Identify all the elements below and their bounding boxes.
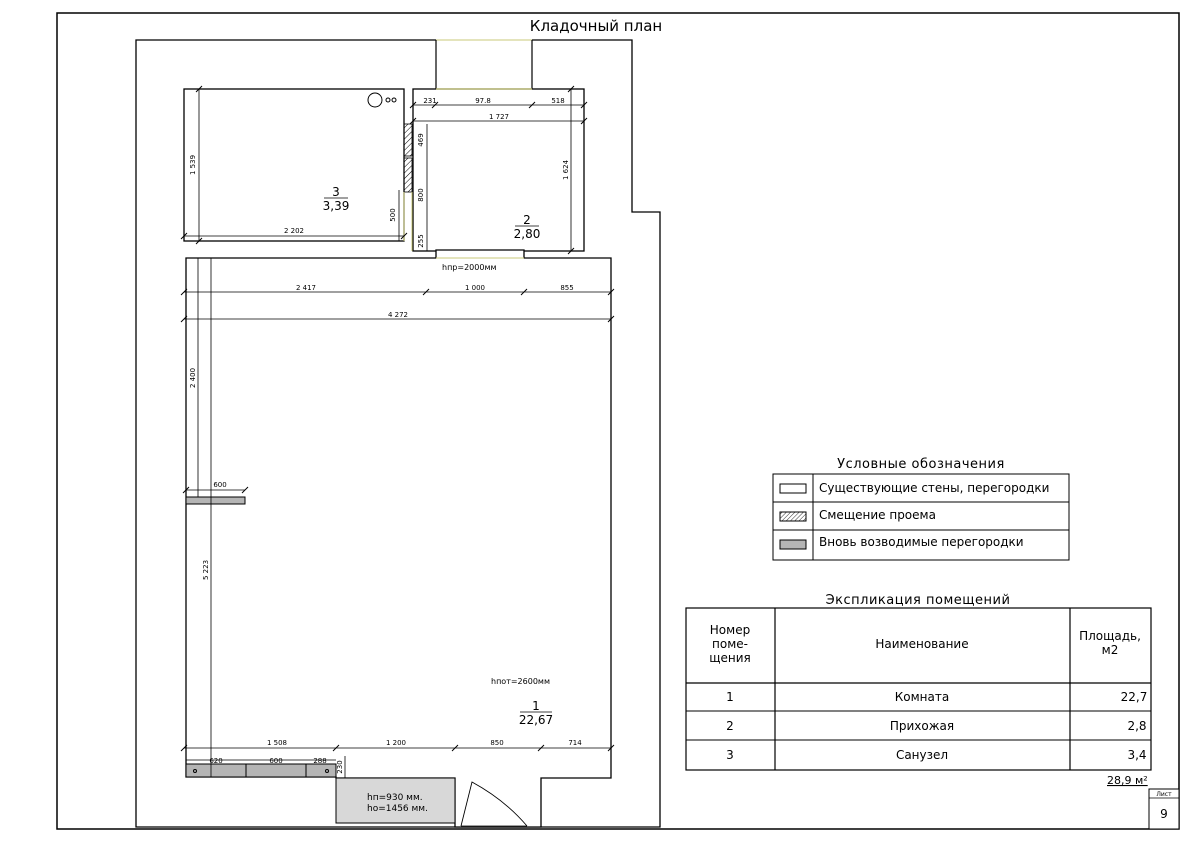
room-2-area: 2,80 xyxy=(514,227,541,241)
window-height-1: hп=930 мм. xyxy=(367,793,423,803)
row-3-name: Санузел xyxy=(896,748,948,762)
room-3-bathroom xyxy=(183,88,405,242)
dim-top-a: 2 417 xyxy=(296,284,316,292)
col-header-area-2: м2 xyxy=(1102,643,1119,657)
dim-hall-255: 255 xyxy=(417,234,425,247)
row-2-name: Прихожая xyxy=(890,719,954,733)
door-swing xyxy=(460,781,528,827)
dim-bath-width: 2 202 xyxy=(284,227,304,235)
dim-bath-500: 500 xyxy=(389,208,397,221)
room-1-number: 1 xyxy=(532,699,540,713)
sink-icon xyxy=(391,97,397,103)
explication-title: Экспликация помещений xyxy=(826,593,1011,608)
col-header-area: Площадь, xyxy=(1079,629,1141,643)
new-partition-left xyxy=(185,496,246,505)
dimension-lines xyxy=(184,89,611,778)
dim-hall-top-a: 231 xyxy=(423,97,436,105)
door-height-note: hпр=2000мм xyxy=(442,263,497,272)
col-header-number-2: поме- xyxy=(712,637,748,651)
dim-hall-469: 469 xyxy=(417,133,425,146)
room-2-number: 2 xyxy=(523,213,531,227)
dim-part-620: 620 xyxy=(209,757,222,765)
row-1-name: Комната xyxy=(895,690,949,704)
dim-part-288: 288 xyxy=(313,757,326,765)
explication-table xyxy=(685,607,1152,771)
dim-left-5223: 5 223 xyxy=(202,560,210,580)
dim-bot-c: 850 xyxy=(490,739,503,747)
dim-bath-height: 1 539 xyxy=(189,155,197,175)
legend-item-offset: Смещение проема xyxy=(819,508,936,522)
row-3-num: 3 xyxy=(726,748,734,762)
room-1-area: 22,67 xyxy=(519,713,553,727)
sheet-number: 9 xyxy=(1160,807,1168,821)
col-header-number-3: щения xyxy=(709,651,751,665)
dim-total-width: 4 272 xyxy=(388,311,408,319)
room-3-number: 3 xyxy=(332,185,340,199)
row-2-num: 2 xyxy=(726,719,734,733)
total-area: 28,9 м² xyxy=(1107,774,1148,787)
legend-item-new: Вновь возводимые перегородки xyxy=(819,535,1024,549)
col-header-name: Наименование xyxy=(875,637,968,651)
toilet-icon xyxy=(367,92,383,108)
dim-bot-d: 714 xyxy=(568,739,582,747)
legend-table xyxy=(772,473,1070,561)
ceiling-height-note: hпот=2600мм xyxy=(491,677,550,686)
dim-top-c: 855 xyxy=(560,284,573,292)
drawing-title: Кладочный план xyxy=(530,17,662,35)
row-2-area: 2,8 xyxy=(1127,719,1146,733)
dim-hall-height: 1 624 xyxy=(562,159,570,180)
col-header-number: Номер xyxy=(710,623,750,637)
legend-item-existing: Существующие стены, перегородки xyxy=(819,481,1049,495)
dim-hall-800: 800 xyxy=(417,188,425,201)
dim-partition-600: 600 xyxy=(213,481,226,489)
outer-contour xyxy=(135,39,661,828)
dim-part-230: 230 xyxy=(336,760,344,773)
dim-bot-a: 1 508 xyxy=(267,739,287,747)
dimension-ticks xyxy=(180,85,615,752)
legend-swatch-existing xyxy=(779,483,807,494)
dim-top-b: 1 000 xyxy=(465,284,485,292)
sheet-frame xyxy=(56,12,1180,830)
new-partition-bottom xyxy=(185,763,337,778)
sheet-label: Лист xyxy=(1156,791,1172,798)
opening-offset-hatch xyxy=(403,123,413,157)
sheet-number-box xyxy=(1148,788,1180,830)
row-1-area: 22,7 xyxy=(1121,690,1148,704)
legend-swatch-offset xyxy=(779,511,807,522)
dim-hall-width: 1 727 xyxy=(489,113,509,121)
opening-offset-hatch xyxy=(403,157,413,193)
dim-bot-b: 1 200 xyxy=(386,739,406,747)
window-height-2: hо=1456 мм. xyxy=(367,804,428,814)
legend-swatch-new xyxy=(779,539,807,550)
sink-icon xyxy=(385,97,391,103)
dim-left-2400: 2 400 xyxy=(189,368,197,388)
room-3-area: 3,39 xyxy=(323,199,350,213)
dim-hall-top-c: 518 xyxy=(551,97,564,105)
dim-hall-top-b: 97.8 xyxy=(475,97,491,105)
row-3-area: 3,4 xyxy=(1127,748,1146,762)
row-1-num: 1 xyxy=(726,690,734,704)
dim-part-600: 600 xyxy=(269,757,282,765)
legend-title: Условные обозначения xyxy=(837,457,1005,472)
